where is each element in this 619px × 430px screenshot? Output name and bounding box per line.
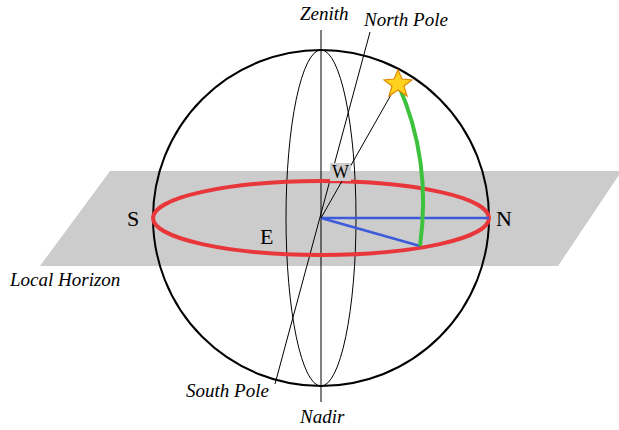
horizon-plane [40, 171, 619, 266]
north-label: N [496, 208, 512, 230]
west-label: W [330, 163, 351, 181]
nadir-label: Nadir [300, 407, 344, 426]
pole-label: North Pole [364, 10, 448, 29]
pole-label: South Pole [186, 381, 269, 400]
azimuth-line [321, 218, 420, 246]
star-line [321, 86, 396, 218]
star-symbol [384, 70, 412, 96]
polar-axis [275, 32, 370, 384]
horizon-label: Local Horizon [10, 270, 120, 289]
zenith-label: Zenith [300, 4, 349, 23]
north-direction [321, 217, 489, 220]
south-label: S [127, 208, 139, 230]
sphere-outline [153, 50, 489, 386]
east-label: E [260, 226, 273, 248]
altitude-arc [398, 84, 423, 246]
